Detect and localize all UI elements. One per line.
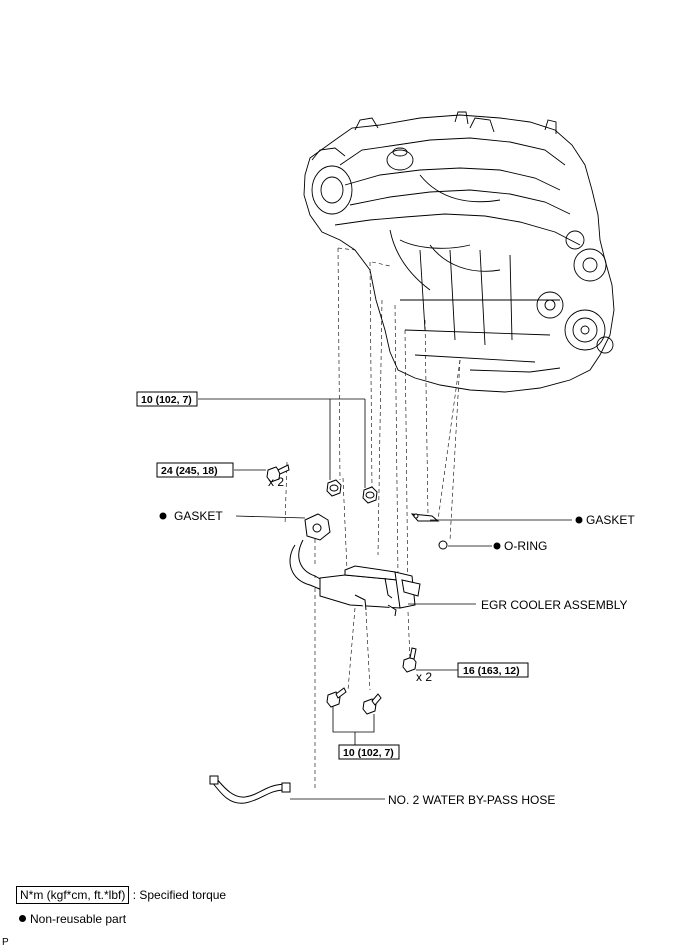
label-gasket-right: GASKET	[586, 513, 635, 527]
water-bypass-hose-part	[209, 775, 291, 804]
leader-lines	[198, 398, 572, 800]
gasket-left-part	[304, 513, 331, 541]
engine-illustration	[303, 111, 615, 393]
qty-bolt-left: x 2	[268, 475, 284, 489]
bolt-right	[402, 647, 417, 673]
torque-box-bolt-right: 16 (163, 12)	[457, 662, 529, 678]
qty-bolt-right: x 2	[416, 670, 432, 684]
torque-box-lower: 10 (102, 7)	[338, 744, 400, 760]
upper-nut-right	[362, 486, 378, 504]
legend-torque-unit-box: N*m (kgf*cm, ft.*lbf)	[16, 886, 130, 904]
label-o-ring: O-RING	[504, 539, 547, 553]
non-reusable-mark-gasket-left	[159, 512, 167, 520]
legend-torque: N*m (kgf*cm, ft.*lbf) : Specified torque	[16, 886, 226, 904]
legend-torque-desc: : Specified torque	[132, 888, 227, 902]
svg-text:10 (102, 7): 10 (102, 7)	[141, 394, 192, 406]
o-ring-part	[438, 540, 448, 550]
legend-non-reusable-text: Non-reusable part	[30, 912, 127, 926]
lower-bolt-right	[362, 693, 382, 715]
svg-text:24 (245, 18): 24 (245, 18)	[161, 465, 218, 477]
torque-box-upper: 10 (102, 7)	[136, 391, 198, 407]
legend-non-reusable: Non-reusable part	[16, 912, 126, 926]
non-reusable-mark-gasket-right	[575, 516, 583, 524]
label-gasket-left: GASKET	[174, 509, 223, 523]
corner-mark: P	[2, 937, 9, 948]
lower-bolt-left	[326, 687, 347, 708]
upper-nut-left	[326, 479, 342, 497]
svg-text:16 (163, 12): 16 (163, 12)	[463, 665, 520, 677]
non-reusable-mark-o-ring	[493, 542, 501, 550]
gasket-right-part	[410, 513, 440, 522]
non-reusable-bullet-icon	[19, 915, 26, 922]
bolt-left	[266, 464, 290, 483]
label-egr-cooler: EGR COOLER ASSEMBLY	[481, 598, 628, 612]
torque-box-bolt-left: 24 (245, 18)	[156, 462, 234, 478]
svg-text:10 (102, 7): 10 (102, 7)	[343, 747, 394, 759]
label-water-bypass-hose: NO. 2 WATER BY-PASS HOSE	[388, 793, 555, 807]
egr-cooler-part	[289, 539, 421, 617]
